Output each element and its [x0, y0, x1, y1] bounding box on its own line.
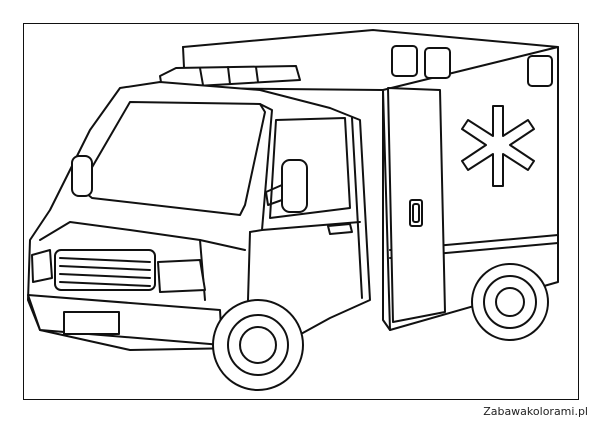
- ambulance-box: [182, 29, 559, 331]
- site-watermark: Zabawakolorami.pl: [483, 405, 588, 418]
- front-wheel: [212, 299, 304, 391]
- ambulance-cab: [27, 81, 371, 351]
- star-of-life-icon: [461, 105, 535, 187]
- rear-wheel: [471, 263, 549, 341]
- page-frame: [23, 23, 579, 400]
